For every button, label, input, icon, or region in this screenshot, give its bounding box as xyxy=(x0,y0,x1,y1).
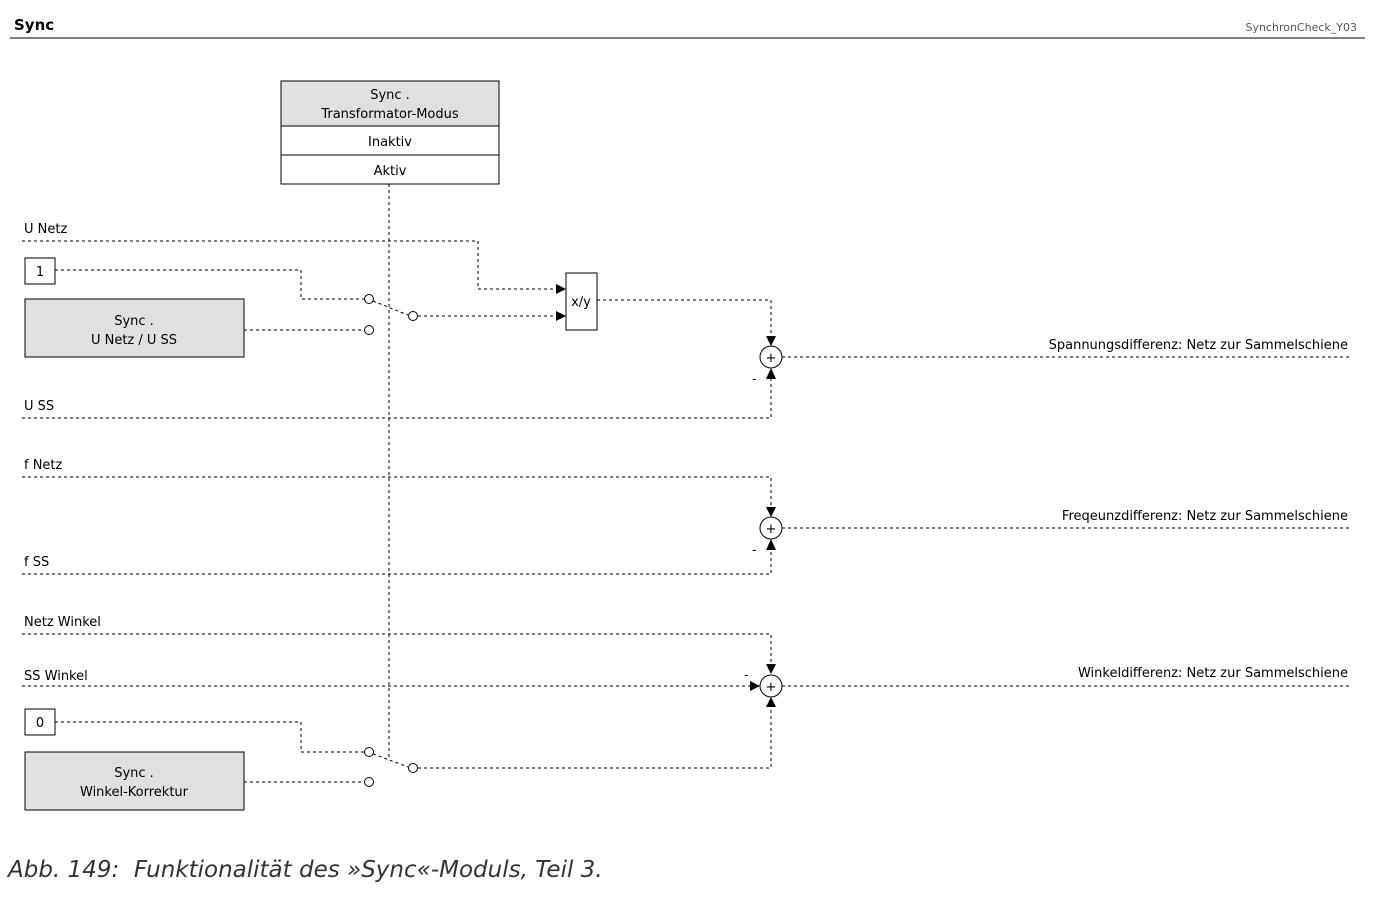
param-voltage-ratio-line1: Sync . xyxy=(114,314,154,329)
switch-angle-contact-inactive xyxy=(364,747,374,757)
u-netz-arrowhead xyxy=(556,284,566,294)
switch-voltage-contact-active xyxy=(364,325,374,335)
summer-frequency-top-arrowhead xyxy=(766,507,776,517)
switch-angle-blade xyxy=(372,753,409,768)
switch-angle-contact-active xyxy=(364,777,374,787)
signal-label-f-ss: f SS xyxy=(24,555,49,570)
figure-caption: Abb. 149: Funktionalität des »Sync«-Modu… xyxy=(8,857,603,883)
mode-box-title-line1: Sync . xyxy=(370,88,410,103)
mode-box-title-line2: Transformator-Modus xyxy=(320,107,459,122)
mode-option-active: Aktiv xyxy=(374,164,407,179)
output-freq-diff: Freqeunzdifferenz: Netz zur Sammelschien… xyxy=(1062,509,1348,524)
u-ss-line xyxy=(22,379,772,419)
param-voltage-ratio-line2: U Netz / U SS xyxy=(91,333,177,348)
diagram-title: Sync xyxy=(14,16,54,34)
summer-voltage-plus: + xyxy=(766,351,777,366)
switch-angle-output-line xyxy=(418,707,772,769)
signal-label-u-ss: U SS xyxy=(24,399,54,414)
output-voltage-diff: Spannungsdifferenz: Netz zur Sammelschie… xyxy=(1049,338,1348,353)
summer-voltage-bottom-arrowhead xyxy=(766,368,776,379)
divider-box xyxy=(565,272,598,331)
transformer-mode-box: Sync . Transformator-Modus Inaktiv Aktiv xyxy=(280,80,500,185)
signal-label-f-netz: f Netz xyxy=(24,458,63,473)
summer-frequency-bottom-arrowhead xyxy=(766,539,776,550)
constant-one-box xyxy=(24,257,56,285)
u-netz-line xyxy=(22,240,556,290)
summer-angle-top-arrowhead xyxy=(766,664,776,674)
switch-voltage-blade xyxy=(372,300,409,316)
constant-one-line xyxy=(55,269,364,300)
summer-angle-plus: + xyxy=(766,680,777,695)
signal-label-ss-winkel: SS Winkel xyxy=(24,669,88,684)
mode-option-inactive: Inaktiv xyxy=(368,135,412,150)
switch-voltage-contact-inactive xyxy=(364,294,374,304)
param-angle-correction-line1: Sync . xyxy=(114,766,154,781)
summer-frequency-minus: - xyxy=(752,543,757,558)
signal-label-u-netz: U Netz xyxy=(24,222,67,237)
switch-voltage-arrowhead xyxy=(556,311,566,321)
summer-angle-minus: - xyxy=(744,668,749,683)
divider-label: x/y xyxy=(571,295,591,310)
output-angle-diff: Winkeldifferenz: Netz zur Sammelschiene xyxy=(1078,666,1348,681)
f-ss-line xyxy=(22,550,772,575)
summer-angle-bottom-arrowhead xyxy=(766,697,776,707)
switch-angle-pivot xyxy=(408,763,418,773)
summer-voltage-minus: - xyxy=(752,372,757,387)
signal-label-netz-winkel: Netz Winkel xyxy=(24,615,101,630)
summer-voltage-top-arrowhead xyxy=(766,336,776,346)
summer-angle-left-arrowhead xyxy=(750,681,760,691)
divider-output-line xyxy=(597,299,772,336)
constant-one-value: 1 xyxy=(36,265,44,280)
constant-zero-value: 0 xyxy=(36,716,44,731)
netz-winkel-line xyxy=(22,633,772,664)
diagram-reference: SynchronCheck_Y03 xyxy=(1245,21,1357,34)
summer-frequency-plus: + xyxy=(766,522,777,537)
constant-zero-box xyxy=(24,708,56,736)
switch-voltage-pivot xyxy=(408,311,418,321)
constant-zero-line xyxy=(55,721,364,753)
param-angle-correction-box xyxy=(24,751,245,811)
f-netz-line xyxy=(22,476,772,507)
param-voltage-ratio-box xyxy=(24,298,245,358)
param-angle-correction-line2: Winkel-Korrektur xyxy=(80,785,189,800)
